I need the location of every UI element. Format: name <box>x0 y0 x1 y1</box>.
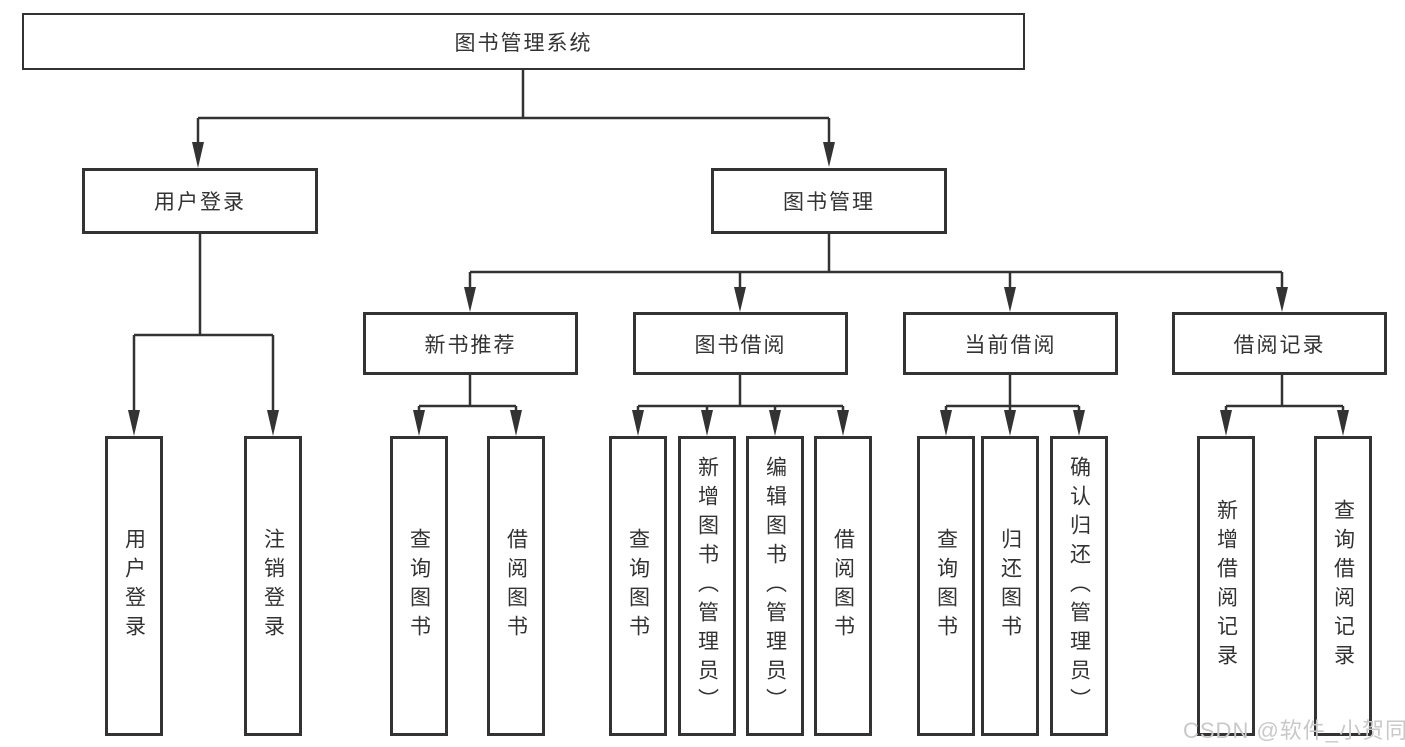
leaf-query-borrow-record: 查询借阅记录 <box>1314 436 1372 736</box>
leaf-confirm-return-admin: 确认归还（管理员） <box>1050 436 1108 736</box>
node-borrowing-records: 借阅记录 <box>1172 312 1387 375</box>
node-current-borrowing: 当前借阅 <box>903 312 1118 375</box>
leaf-add-books-admin: 新增图书（管理员） <box>678 436 736 736</box>
node-library-system: 图书管理系统 <box>22 13 1025 70</box>
node-book-management: 图书管理 <box>711 168 947 234</box>
leaf-user-login: 用户登录 <box>105 436 163 736</box>
node-new-book-recommendation: 新书推荐 <box>363 312 578 375</box>
node-book-borrowing: 图书借阅 <box>633 312 848 375</box>
leaf-logout: 注销登录 <box>244 436 302 736</box>
leaf-query-books-borrowing: 查询图书 <box>609 436 667 736</box>
arrowheads <box>128 142 1349 436</box>
leaf-add-borrow-record: 新增借阅记录 <box>1197 436 1255 736</box>
csdn-watermark: CSDN @软件_小贺同学 <box>1183 718 1405 743</box>
leaf-query-books-recommend: 查询图书 <box>390 436 448 736</box>
leaf-borrow-books-borrowing: 借阅图书 <box>814 436 872 736</box>
leaf-edit-books-admin: 编辑图书（管理员） <box>746 436 804 736</box>
node-user-login-branch: 用户登录 <box>82 168 318 234</box>
leaf-query-books-current: 查询图书 <box>917 436 975 736</box>
leaf-return-books: 归还图书 <box>981 436 1039 736</box>
leaf-borrow-books-recommend: 借阅图书 <box>487 436 545 736</box>
